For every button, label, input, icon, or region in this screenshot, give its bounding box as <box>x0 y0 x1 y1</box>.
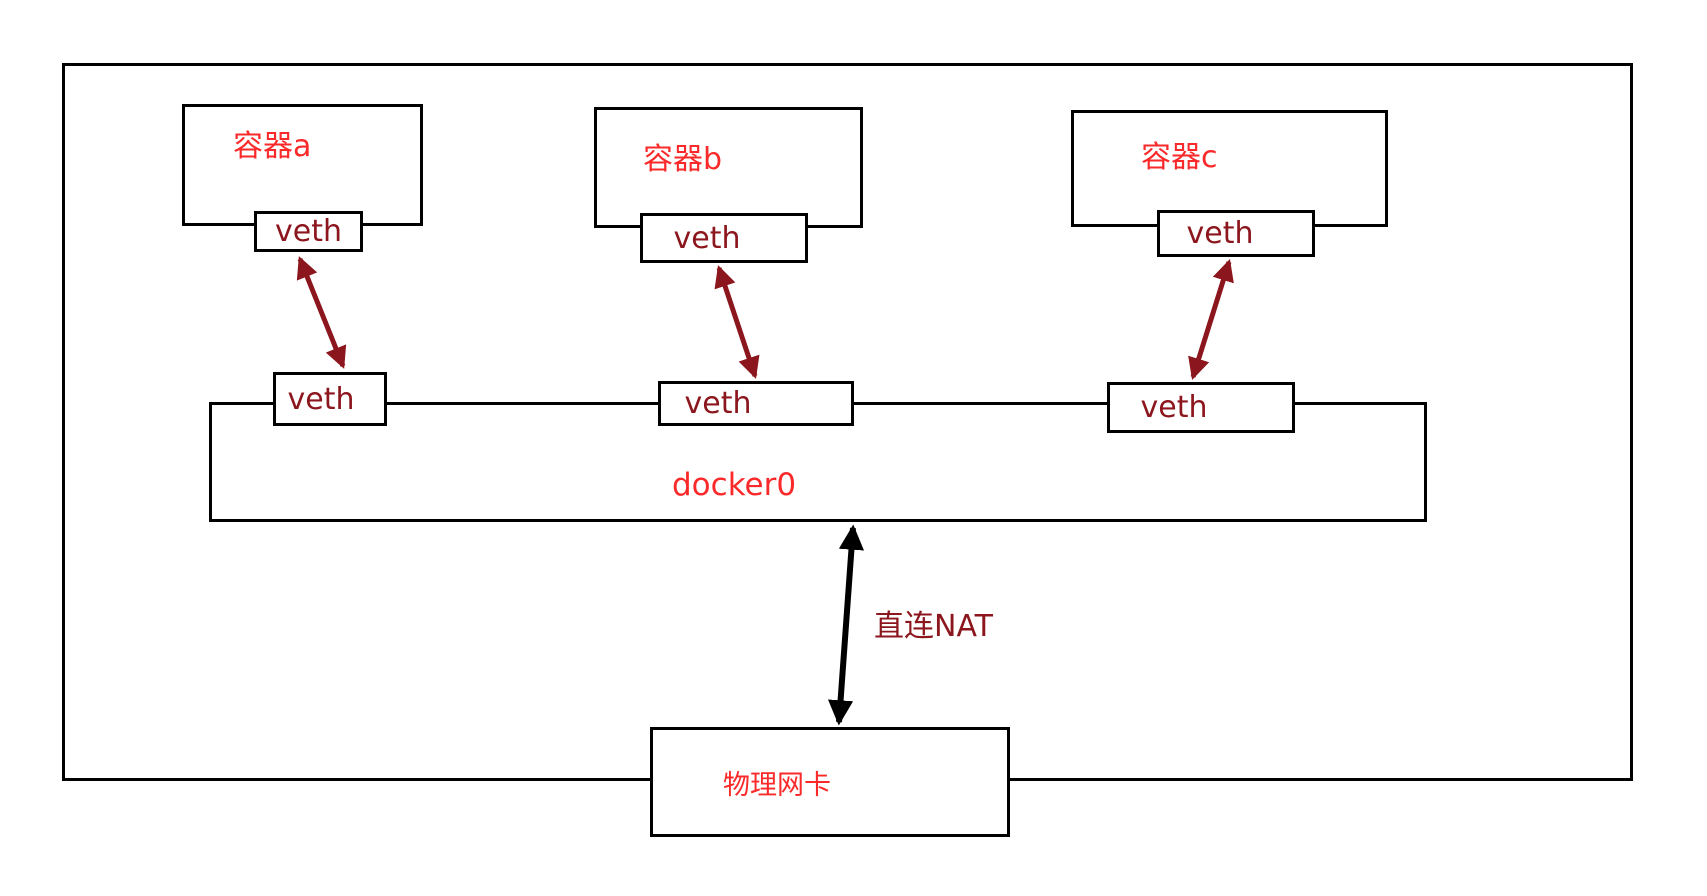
container-a-label: 容器a <box>233 129 312 164</box>
docker0-label: docker0 <box>672 467 797 503</box>
veth-container-b-label: veth <box>673 220 741 256</box>
veth-container-a-label: veth <box>275 214 342 249</box>
veth-container-b: veth <box>640 213 808 263</box>
veth-bridge-b: veth <box>658 381 854 426</box>
veth-bridge-b-label: veth <box>684 386 752 421</box>
container-b-label: 容器b <box>643 142 723 177</box>
veth-bridge-a: veth <box>273 372 387 426</box>
veth-bridge-a-label: veth <box>287 381 355 417</box>
physical-nic: 物理网卡 <box>650 727 1010 837</box>
veth-container-c: veth <box>1157 210 1315 257</box>
container-a: 容器a <box>182 104 423 226</box>
physical-nic-label: 物理网卡 <box>723 769 831 801</box>
veth-container-a: veth <box>254 211 363 252</box>
veth-bridge-c: veth <box>1107 382 1295 433</box>
veth-bridge-c-label: veth <box>1140 390 1208 425</box>
nat-arrow-label: 直连NAT <box>874 609 993 644</box>
container-b: 容器b <box>594 107 863 228</box>
veth-container-c-label: veth <box>1186 216 1254 251</box>
container-c-label: 容器c <box>1141 140 1218 175</box>
